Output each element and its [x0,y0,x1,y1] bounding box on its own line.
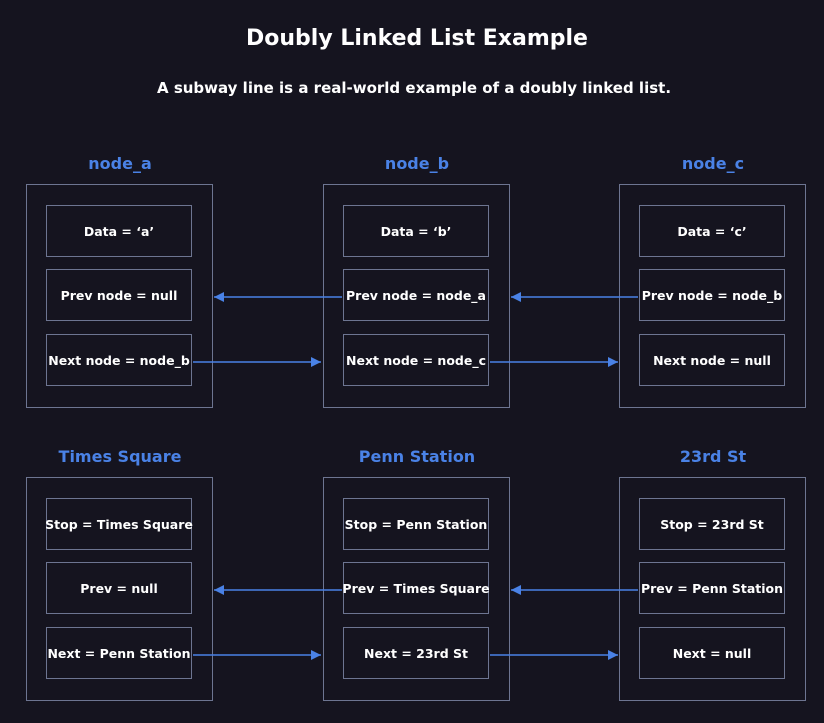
node-box-times-square: Stop = Times Square Prev = null Next = P… [26,477,213,701]
node-label-times-square: Times Square [58,447,182,466]
field-next: Next = null [639,627,785,679]
field-prev: Prev = Times Square [342,562,490,614]
node-label-node-a: node_a [88,154,152,173]
field-data: Data = ‘a’ [46,205,192,257]
diagram-subtitle: A subway line is a real-world example of… [156,79,672,97]
field-prev: Prev node = null [46,269,192,321]
node-box-node-b: Data = ‘b’ Prev node = node_a Next node … [323,184,510,408]
field-prev: Prev = null [46,562,192,614]
node-box-node-c: Data = ‘c’ Prev node = node_b Next node … [619,184,806,408]
field-next: Next = 23rd St [343,627,489,679]
node-label-penn-station: Penn Station [358,447,476,466]
field-stop: Stop = Penn Station [343,498,489,550]
field-stop: Stop = Times Square [45,498,193,550]
field-prev: Prev = Penn Station [639,562,785,614]
field-stop: Stop = 23rd St [639,498,785,550]
node-box-node-a: Data = ‘a’ Prev node = null Next node = … [26,184,213,408]
field-next: Next node = null [639,334,785,386]
field-prev: Prev node = node_a [343,269,489,321]
node-label-node-b: node_b [384,154,450,173]
node-box-penn-station: Stop = Penn Station Prev = Times Square … [323,477,510,701]
field-next: Next node = node_b [46,334,192,386]
field-next: Next node = node_c [343,334,489,386]
field-data: Data = ‘c’ [639,205,785,257]
field-data: Data = ‘b’ [343,205,489,257]
field-prev: Prev node = node_b [639,269,785,321]
diagram-title: Doubly Linked List Example [246,26,588,51]
field-next: Next = Penn Station [46,627,192,679]
node-label-node-c: node_c [681,154,745,173]
node-label-23rd-st: 23rd St [679,447,747,466]
node-box-23rd-st: Stop = 23rd St Prev = Penn Station Next … [619,477,806,701]
